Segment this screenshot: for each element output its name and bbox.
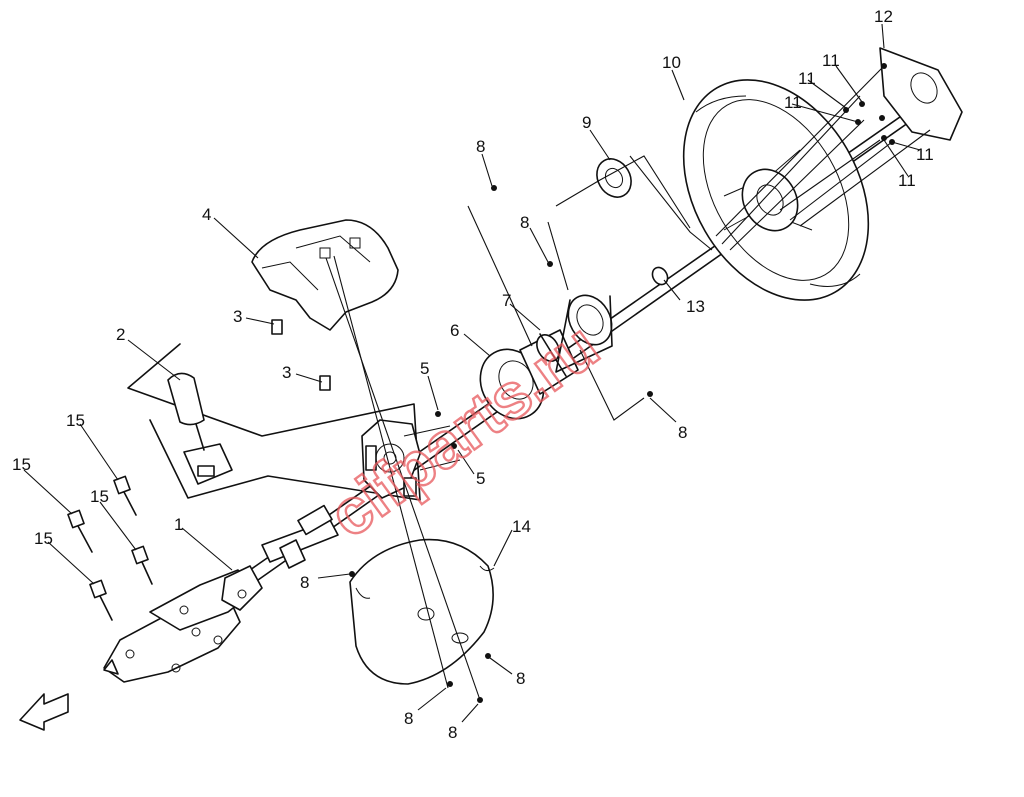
horn-pad-part-12 — [879, 47, 963, 141]
column-bracket-part-1 — [103, 565, 263, 683]
callout-11e: 11 — [898, 171, 916, 190]
adapter-part-7 — [536, 333, 567, 377]
bolt-part-15 — [67, 475, 153, 621]
callout-5a: 5 — [420, 359, 429, 378]
callout-8d: 8 — [300, 573, 309, 592]
callout-15a: 15 — [12, 455, 31, 474]
upper-shroud-part-4 — [251, 219, 399, 331]
callout-4: 4 — [202, 205, 211, 224]
callout-11a: 11 — [822, 51, 840, 70]
callout-14: 14 — [512, 517, 531, 536]
callout-10: 10 — [662, 53, 681, 72]
clip-part-3 — [271, 319, 331, 391]
callout-8e: 8 — [516, 669, 525, 688]
callout-15b: 15 — [66, 411, 85, 430]
callout-3b: 3 — [282, 363, 291, 382]
callout-7: 7 — [502, 291, 511, 310]
callout-9: 9 — [582, 113, 591, 132]
contact-ring-part-6 — [479, 329, 579, 420]
callout-8b: 8 — [520, 213, 529, 232]
callout-8g: 8 — [448, 723, 457, 742]
cylinder-housing — [555, 294, 613, 373]
callout-11d: 11 — [916, 145, 934, 164]
callout-2: 2 — [116, 325, 125, 344]
callout-5b: 5 — [476, 469, 485, 488]
callout-13: 13 — [686, 297, 705, 316]
callout-15c: 15 — [90, 487, 109, 506]
callout-11c: 11 — [784, 93, 802, 112]
steering-wheel-part-10 — [682, 79, 870, 301]
fastener-dots — [349, 63, 895, 703]
callout-15d: 15 — [34, 529, 53, 548]
callout-8c: 8 — [678, 423, 687, 442]
callout-8a: 8 — [476, 137, 485, 156]
assembly-lines — [325, 155, 713, 701]
front-direction-arrow-icon — [19, 693, 69, 731]
lever-part-2 — [127, 343, 421, 501]
callout-12: 12 — [874, 7, 893, 26]
callout-1: 1 — [174, 515, 183, 534]
callout-leaders — [23, 23, 921, 723]
callout-8f: 8 — [404, 709, 413, 728]
lower-shroud-part-14 — [349, 538, 495, 685]
callout-3a: 3 — [233, 307, 242, 326]
nut-part-9 — [596, 158, 632, 198]
callout-6: 6 — [450, 321, 459, 340]
callout-labels: 1 2 3 3 4 5 5 6 7 8 8 8 8 8 8 8 9 10 11 … — [12, 7, 934, 742]
watermark-text: cifparts.ru — [316, 309, 612, 551]
callout-11b: 11 — [798, 69, 816, 88]
